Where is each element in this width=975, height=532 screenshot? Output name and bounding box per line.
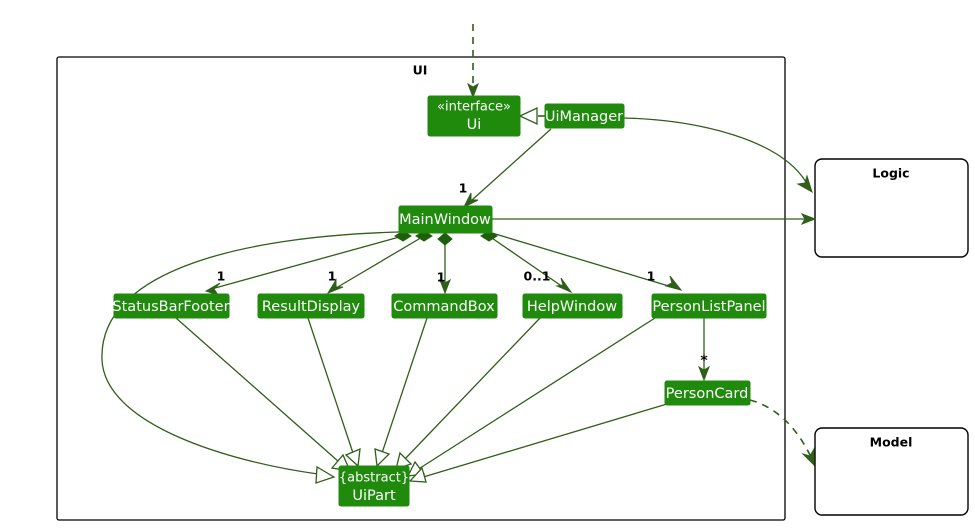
edge-personlistpanel-inherits-uipart — [406, 317, 656, 477]
edge-uimanager-to-logic — [623, 117, 813, 194]
class-rect-main-window[interactable] — [398, 205, 493, 234]
class-name-person-card: PersonCard — [666, 386, 749, 402]
class-box-ui-manager[interactable]: UiManager — [544, 103, 625, 129]
external-ref-logic-box — [814, 158, 969, 258]
class-rect-command-box[interactable] — [391, 293, 498, 319]
class-name-command-box: CommandBox — [393, 299, 495, 315]
package-ui-label: UI — [413, 63, 428, 78]
edge-commandbox-inherits-uipart — [374, 317, 428, 468]
multiplicity-mainwindow-personlistpanel: 1 — [647, 269, 656, 284]
edge-external-to-ui — [467, 24, 479, 99]
edge-mainwindow-to-personlistpanel — [491, 232, 683, 291]
class-rect-result-display[interactable] — [257, 293, 365, 319]
class-name-ui-manager: UiManager — [545, 109, 623, 125]
edge-mainwindow-to-logic — [492, 213, 817, 225]
class-box-person-card[interactable]: PersonCard — [664, 380, 751, 406]
class-box-person-list-panel[interactable]: PersonListPanel — [651, 293, 767, 319]
edge-helpwindow-inherits-uipart — [395, 317, 541, 470]
edge-mainwindow-to-resultdisplay — [326, 230, 433, 295]
multiplicity-uimanager-mainwindow: 1 — [459, 181, 468, 196]
edge-personcard-inherits-uipart — [408, 403, 668, 483]
multiplicity-mainwindow-resultdisplay: 1 — [328, 269, 337, 284]
edge-mainwindow-to-commandbox — [437, 232, 453, 295]
class-rect-person-list-panel[interactable] — [651, 293, 767, 319]
edge-uimanager-realizes-ui — [518, 106, 545, 126]
edge-mainwindow-to-statusbarfooter — [204, 230, 412, 296]
class-rect-ui-part[interactable] — [338, 465, 410, 507]
class-name-ui: Ui — [467, 117, 482, 133]
multiplicity-personlistpanel-personcard: * — [700, 353, 708, 369]
external-ref-logic-label: Logic — [872, 166, 909, 181]
class-name-help-window: HelpWindow — [527, 299, 617, 315]
edge-mainwindow-inherits-uipart — [101, 231, 400, 484]
class-stereotype-ui-part: {abstract} — [339, 471, 409, 486]
multiplicity-mainwindow-statusbarfooter: 1 — [217, 269, 226, 284]
multiplicity-mainwindow-helpwindow: 0..1 — [524, 269, 551, 284]
edge-resultdisplay-inherits-uipart — [307, 317, 361, 468]
multiplicity-mainwindow-commandbox: 1 — [437, 270, 446, 285]
class-stereotype-ui: «interface» — [437, 100, 511, 115]
edge-uimanager-to-mainwindow — [462, 128, 552, 209]
edge-personlistpanel-to-personcard — [698, 318, 710, 382]
class-box-ui-part[interactable]: {abstract} UiPart — [338, 465, 410, 507]
class-rect-ui[interactable] — [427, 95, 521, 137]
class-box-main-window[interactable]: MainWindow — [398, 205, 493, 234]
edge-personcard-to-model — [749, 399, 815, 467]
external-ref-model-label: Model — [870, 435, 913, 450]
class-rect-ui-manager[interactable] — [544, 103, 625, 129]
class-name-status-bar-footer: StatusBarFooter — [112, 299, 229, 315]
package-ui-border — [56, 56, 786, 521]
class-box-command-box[interactable]: CommandBox — [391, 293, 498, 319]
class-name-main-window: MainWindow — [399, 212, 491, 228]
external-ref-model-box — [814, 427, 969, 516]
class-name-person-list-panel: PersonListPanel — [652, 299, 765, 315]
edge-statusbarfooter-inherits-uipart — [175, 317, 352, 472]
class-name-result-display: ResultDisplay — [262, 299, 361, 315]
class-rect-help-window[interactable] — [522, 293, 623, 319]
class-box-status-bar-footer[interactable]: StatusBarFooter — [112, 293, 230, 319]
class-box-help-window[interactable]: HelpWindow — [522, 293, 623, 319]
class-name-ui-part: UiPart — [352, 488, 396, 504]
class-box-ui-interface[interactable]: «interface» Ui — [427, 95, 521, 137]
class-box-result-display[interactable]: ResultDisplay — [257, 293, 365, 319]
class-rect-status-bar-footer[interactable] — [113, 293, 230, 319]
class-rect-person-card[interactable] — [664, 380, 751, 406]
